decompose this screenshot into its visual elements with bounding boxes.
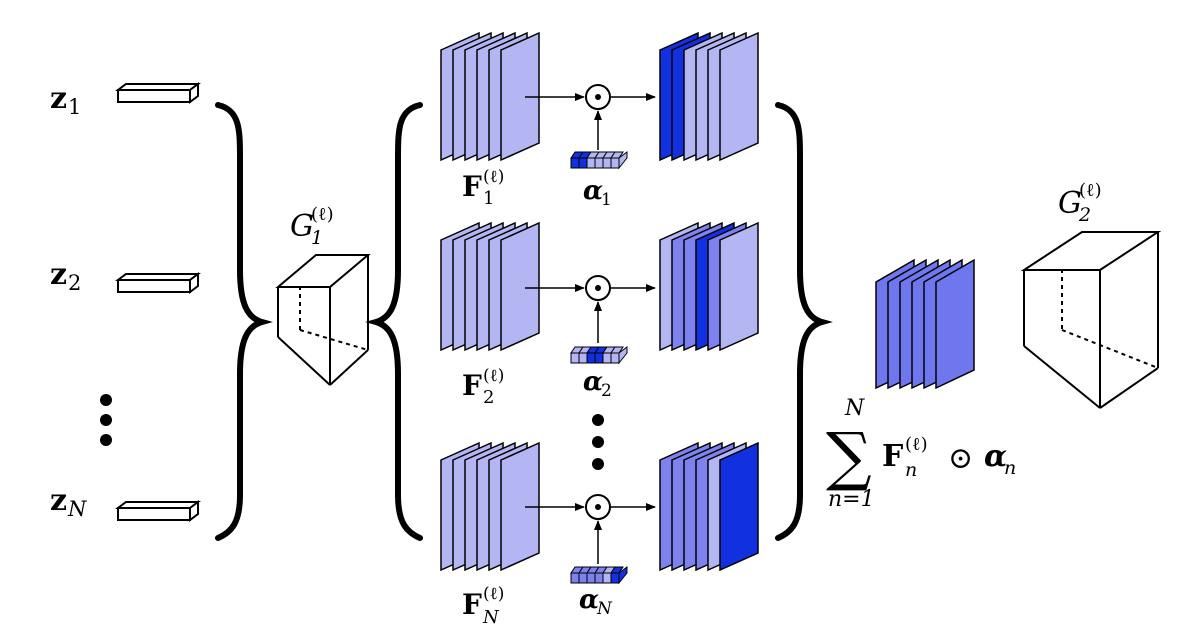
z2-subscript: 2	[68, 271, 81, 295]
sum-alpha-label: α	[984, 439, 1007, 474]
z1-subscript: 1	[68, 95, 81, 119]
alpha1-subscript: 1	[601, 190, 612, 210]
f2-subscript: 2	[483, 387, 494, 408]
zN-label: z	[50, 483, 67, 518]
sum-feature-superscript: (ℓ)	[905, 434, 928, 455]
sum-feature-label: F	[882, 439, 903, 474]
alpha-dots	[592, 414, 604, 470]
weighted-feature-stack-1	[659, 31, 759, 162]
g2-subscript: 2	[1078, 204, 1091, 226]
middle-left-brace	[365, 102, 423, 541]
g2-superscript: (ℓ)	[1079, 180, 1102, 201]
g2-label: G	[1058, 186, 1082, 221]
summed-feature-stack	[875, 258, 975, 390]
hadamard-node-2	[585, 275, 611, 301]
alpha1-vector	[570, 151, 628, 170]
generator-g1: G 1 (ℓ)	[275, 204, 371, 386]
latent-z2: z 2	[50, 257, 201, 295]
feature-row-N: F N (ℓ) α N	[440, 441, 759, 628]
left-brace	[215, 102, 273, 541]
alpha2-vector	[570, 346, 628, 365]
f1-superscript: (ℓ)	[483, 167, 504, 187]
right-brace	[775, 102, 833, 541]
alphaN-vector	[570, 566, 628, 585]
sum-sigma: ∑	[826, 420, 872, 494]
f1-feature-stack	[440, 31, 540, 162]
sum-lower-limit: n=1	[828, 487, 875, 512]
weighted-feature-stack-N	[659, 441, 759, 572]
z1-label: z	[50, 81, 67, 116]
latent-z1: z 1	[50, 81, 201, 119]
f1-subscript: 1	[483, 188, 494, 209]
f2-superscript: (ℓ)	[483, 366, 504, 386]
fN-superscript: (ℓ)	[483, 584, 504, 604]
sum-upper-limit: N	[844, 396, 865, 421]
alpha1-label: α	[583, 176, 603, 206]
hadamard-node-1	[585, 84, 611, 110]
zN-vector-box	[115, 500, 201, 522]
z1-vector-box	[115, 82, 201, 104]
hadamard-node-N	[585, 494, 611, 520]
latent-dots	[100, 394, 112, 446]
generator-g2: G 2 (ℓ)	[1020, 180, 1162, 409]
f2-feature-stack	[440, 221, 540, 352]
fN-label: F	[462, 588, 482, 621]
alphaN-subscript: N	[596, 599, 613, 619]
feature-row-2: F 2 (ℓ) α 2	[440, 221, 759, 408]
g1-subscript: 1	[311, 227, 323, 249]
alphaN-label: α	[579, 585, 599, 615]
sum-formula: N ∑ n=1 F n (ℓ) ⊙ α n	[826, 396, 1016, 512]
alpha2-label: α	[583, 367, 603, 397]
feature-row-1: F 1 (ℓ) α 1	[440, 31, 759, 210]
fN-subscript: N	[482, 607, 500, 628]
zN-subscript: N	[67, 497, 87, 521]
z2-label: z	[50, 257, 67, 292]
sum-alpha-subscript: n	[1004, 457, 1016, 479]
z2-vector-box	[115, 272, 201, 294]
sum-hadamard-op: ⊙	[948, 441, 973, 476]
g1-label: G	[290, 209, 314, 244]
g2-prism-shape	[1020, 231, 1162, 409]
latent-zN: z N	[50, 483, 201, 522]
f2-label: F	[462, 369, 482, 402]
g1-superscript: (ℓ)	[311, 204, 334, 225]
alpha2-subscript: 2	[601, 381, 612, 401]
sum-feature-subscript: n	[905, 459, 917, 481]
f1-label: F	[462, 170, 482, 203]
weighted-feature-stack-2	[659, 221, 759, 352]
g1-prism-shape	[275, 254, 371, 386]
fN-feature-stack	[440, 441, 540, 572]
